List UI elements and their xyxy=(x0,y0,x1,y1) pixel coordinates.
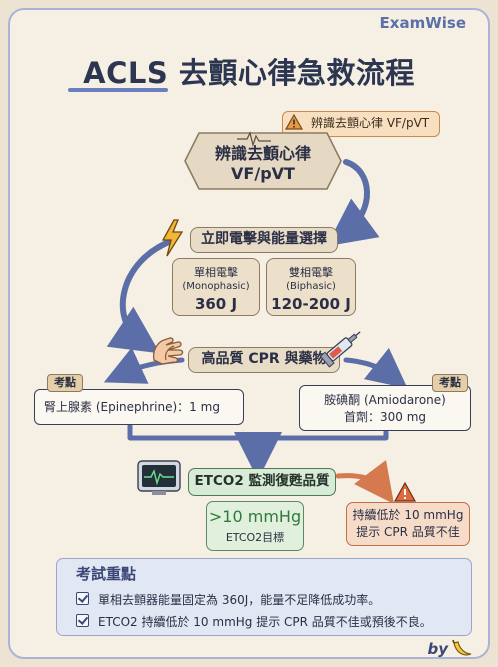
start-node-shape xyxy=(184,131,342,190)
flow-arrows xyxy=(103,159,408,504)
etco2-step-label: ETCO2 監測復甦品質 xyxy=(188,468,336,496)
low-warning-line1: 持續低於 10 mmHg xyxy=(352,508,464,522)
epinephrine-box: 腎上腺素 (Epinephrine)：1 mg xyxy=(34,389,244,425)
low-warning-line2: 提示 CPR 品質不佳 xyxy=(356,525,460,539)
page-title: ACLS 去顫心律急救流程 xyxy=(83,56,415,90)
footer-by: by xyxy=(427,640,448,658)
start-node: 辨識去顫心律 VF/pVT xyxy=(181,144,345,184)
amiodarone-dose: 首劑：300 mg xyxy=(343,410,427,424)
etco2-target-box: >10 mmHg ETCO2目標 xyxy=(206,501,304,551)
etco2-target-label: ETCO2目標 xyxy=(225,531,285,544)
banana-icon xyxy=(452,639,472,656)
arrow-etco2-to-low xyxy=(335,459,395,504)
arrow-vf-to-shock xyxy=(326,159,380,247)
monitor-icon xyxy=(137,460,181,495)
biphasic-english: (Biphasic) xyxy=(286,281,336,292)
checkbox-icon xyxy=(76,592,89,605)
monophasic-name: 單相電擊 xyxy=(194,266,238,279)
checkbox-icon xyxy=(76,614,89,627)
exam-points-box xyxy=(56,558,472,636)
title-underline xyxy=(68,88,168,92)
brand-logo: ExamWise xyxy=(379,14,466,32)
arrow-cpr-to-ami xyxy=(343,347,408,389)
heart-rhythm-icon xyxy=(237,131,271,148)
etco2-target-value: >10 mmHg xyxy=(208,507,302,526)
start-node-line1: 辨識去顫心律 xyxy=(214,144,311,163)
exam-point-1: 單相去顫器能量固定為 360J，能量不足降低成功率。 xyxy=(98,593,381,607)
biphasic-name: 雙相電擊 xyxy=(289,266,333,279)
biphasic-value: 120-200 J xyxy=(271,295,351,313)
biphasic-energy: 雙相電擊 (Biphasic) 120-200 J xyxy=(266,258,356,316)
warning-badge-label: 辨識去顫心律 VF/pVT xyxy=(311,116,430,130)
monophasic-energy: 單相電擊 (Monophasic) 360 J xyxy=(172,258,260,316)
low-etco2-warning: 持續低於 10 mmHg 提示 CPR 品質不佳 xyxy=(346,502,470,546)
monophasic-english: (Monophasic) xyxy=(182,281,250,292)
exam-tag-epinephrine: 考點 xyxy=(47,374,83,392)
exam-tag-amiodarone: 考點 xyxy=(432,374,468,392)
arrow-shock-to-cpr xyxy=(106,237,177,354)
amiodarone-box: 胺碘酮 (Amiodarone) 首劑：300 mg xyxy=(299,385,471,431)
infographic-card: ExamWise ACLS 去顫心律急救流程 辨識去顫心律 VF/pVT xyxy=(8,8,490,659)
lightning-icon xyxy=(161,219,184,257)
hands-cpr-icon xyxy=(152,337,184,365)
monophasic-value: 360 J xyxy=(194,295,238,313)
exam-points-title: 考試重點 xyxy=(76,565,137,583)
exam-point-2: ETCO2 持續低於 10 mmHg 提示 CPR 品質不佳或預後不良。 xyxy=(98,615,432,629)
syringe-icon xyxy=(319,331,361,368)
low-warning-icon xyxy=(394,482,416,502)
amiodarone-name: 胺碘酮 (Amiodarone) xyxy=(324,393,446,407)
cpr-step-label: 高品質 CPR 與藥物 xyxy=(188,347,340,373)
shock-step-label: 立即電擊與能量選擇 xyxy=(190,227,338,253)
warning-icon xyxy=(285,114,303,130)
epinephrine-text: 腎上腺素 (Epinephrine)：1 mg xyxy=(44,400,220,414)
start-node-line2: VF/pVT xyxy=(231,164,295,183)
